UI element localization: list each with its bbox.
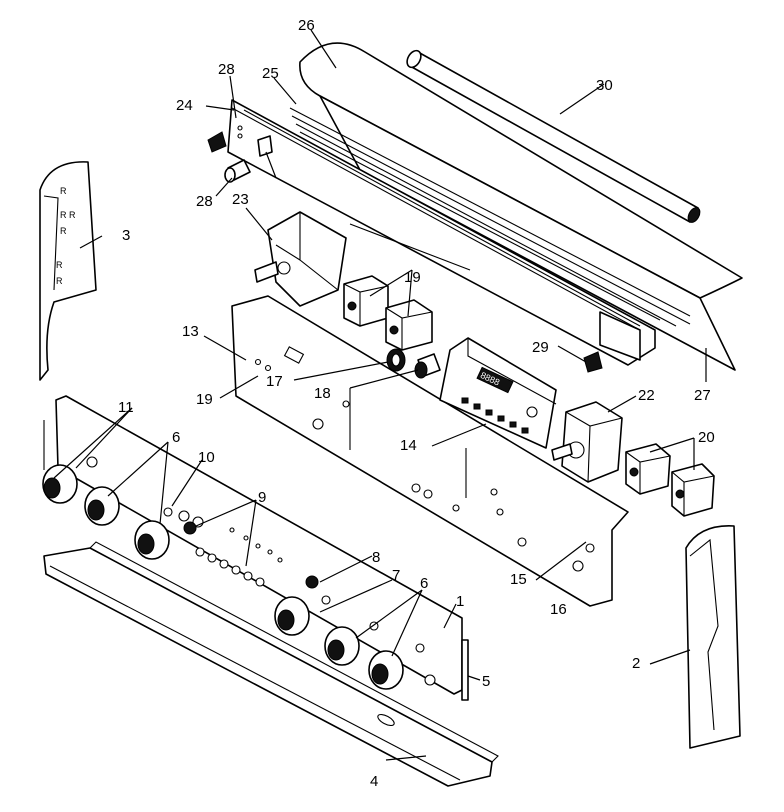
callout-16: 17	[266, 373, 283, 390]
part-5-trim-strip	[461, 639, 469, 701]
callout-13: 14	[400, 437, 417, 454]
part-6-knob-c	[274, 596, 310, 636]
part-28-clip-top	[207, 131, 227, 153]
part-23-backguard-frame	[227, 99, 656, 366]
part-4-lower-rail	[43, 541, 499, 787]
part-13-clock: 8888	[439, 337, 557, 449]
part-6-knob-b	[134, 520, 170, 560]
part-28-clip-right	[583, 351, 603, 373]
callout-2: 2	[632, 655, 640, 672]
svg-text:R: R	[60, 226, 67, 236]
svg-text:R: R	[60, 186, 67, 196]
callout-6-left: 6	[172, 429, 180, 446]
svg-text:R: R	[56, 260, 63, 270]
callout-18: 19	[196, 391, 213, 408]
part-27-bushing	[224, 159, 251, 183]
callout-3: 3	[122, 227, 130, 244]
part-30-screw	[257, 135, 273, 157]
svg-text:R: R	[56, 276, 63, 286]
callout-labels: 26 25 28 24 30 28 23 19 3 29 27 13 17 18…	[118, 17, 715, 790]
callout-1: 1	[456, 593, 464, 610]
part-22-motor	[254, 211, 347, 307]
svg-text:R R: R R	[60, 210, 76, 220]
callout-8: 8	[372, 549, 380, 566]
callout-28-right: 29	[532, 339, 549, 356]
callout-19-top: 19	[404, 269, 421, 286]
part-6-knob-a	[84, 486, 120, 526]
leader-lines	[53, 29, 707, 761]
part-19-switch-right-b	[671, 463, 715, 517]
callout-12: 13	[182, 323, 199, 340]
clock-buttons	[461, 397, 529, 434]
callout-23: 24	[176, 97, 193, 114]
callout-25: 26	[298, 17, 315, 34]
part-6-knob-d	[324, 626, 360, 666]
part-16-lamp-socket	[386, 348, 406, 372]
callout-15: 16	[550, 601, 567, 618]
part-17-lamp	[414, 353, 441, 379]
callout-22: 23	[232, 191, 249, 208]
callout-17: 18	[314, 385, 331, 402]
callout-26: 27	[694, 387, 711, 404]
rod	[349, 223, 471, 271]
part-9-push-buttons	[183, 521, 265, 587]
callout-24: 25	[262, 65, 279, 82]
part-8-small-knob	[305, 575, 319, 589]
part-25-top-cover	[289, 42, 743, 371]
part-7-bezel	[321, 595, 331, 605]
callout-7: 7	[392, 567, 400, 584]
part-20-rotary-switch	[551, 401, 623, 483]
callout-5: 5	[482, 673, 490, 690]
part-2-right-end-cap	[685, 525, 741, 749]
part-3-left-end-cap: R R R R R R	[39, 161, 97, 381]
callout-27: 28	[196, 193, 213, 210]
callout-29: 30	[596, 77, 613, 94]
part-19-switch-right-a	[625, 443, 671, 495]
callout-14: 15	[510, 571, 527, 588]
callout-20: 22	[638, 387, 655, 404]
callout-10: 10	[198, 449, 215, 466]
part-19-switch-upper-b	[385, 299, 433, 351]
callout-28-top: 28	[218, 61, 235, 78]
callout-6-right: 6	[420, 575, 428, 592]
callout-9: 9	[258, 489, 266, 506]
part-29-tube	[406, 49, 701, 223]
part-11-knob	[42, 420, 78, 504]
part-6-knob-e	[368, 650, 404, 690]
part-1-front-panel	[55, 395, 463, 695]
callout-11: 11	[118, 399, 134, 416]
callout-4: 4	[370, 773, 378, 790]
part-10-indicator	[163, 507, 173, 517]
callout-19-right: 20	[698, 429, 715, 446]
part-19-switch-upper-a	[343, 275, 389, 327]
